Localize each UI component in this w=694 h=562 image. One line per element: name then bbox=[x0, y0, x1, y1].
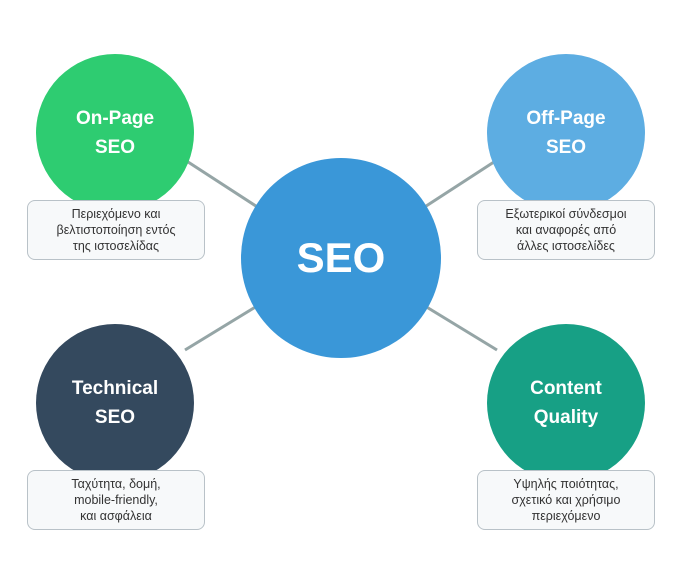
off-page-title: Off-Page SEO bbox=[526, 108, 606, 158]
on-page-description: Περιεχόμενο και βελτιστοποίηση εντός της… bbox=[27, 200, 205, 260]
connector-content-quality bbox=[419, 301, 498, 352]
off-page-circle bbox=[487, 54, 645, 212]
technical-title: Technical SEO bbox=[71, 378, 159, 428]
off-page-description: Εξωτερικοί σύνδεσμοι και αναφορές από άλ… bbox=[477, 200, 655, 260]
center-circle bbox=[241, 158, 441, 358]
technical-circle bbox=[36, 324, 194, 482]
center-label: SEO bbox=[296, 234, 386, 281]
content-quality-description: Υψηλής ποιότητας, σχετικό και χρήσιμο πε… bbox=[477, 470, 655, 530]
connector-on-page bbox=[184, 158, 263, 212]
on-page-title: On-Page SEO bbox=[75, 108, 155, 158]
technical-description: Ταχύτητα, δομή, mobile-friendly, και ασφ… bbox=[27, 470, 205, 530]
content-quality-circle bbox=[487, 324, 645, 482]
content-quality-title: Content Quality bbox=[530, 378, 602, 428]
on-page-circle bbox=[36, 54, 194, 212]
connector-off-page bbox=[419, 158, 498, 212]
connector-technical bbox=[184, 301, 263, 352]
